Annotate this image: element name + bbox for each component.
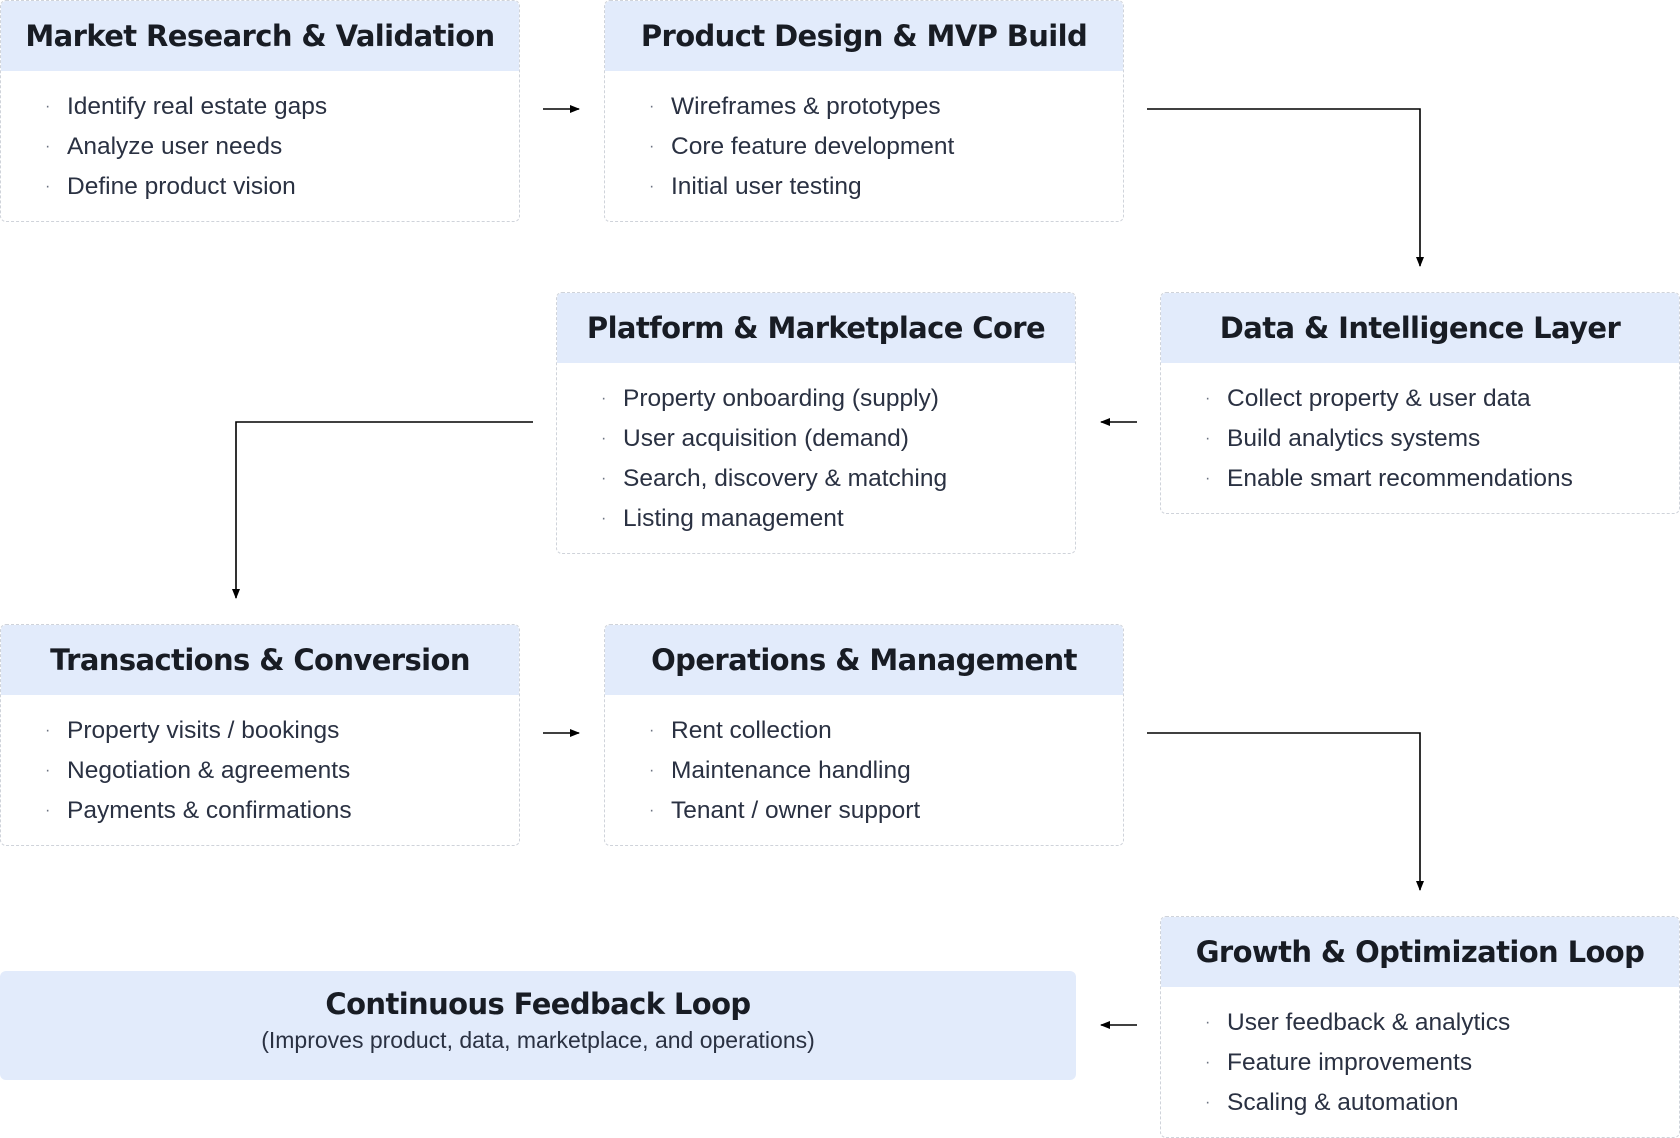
list-item-label: Core feature development — [671, 133, 955, 160]
list-item: · Wireframes & prototypes — [605, 87, 1123, 127]
list-item: · Analyze user needs — [1, 127, 519, 167]
list-item-label: Scaling & automation — [1227, 1089, 1459, 1116]
stage-card-market-research: Market Research & Validation · Identify r… — [0, 0, 520, 222]
stage-title: Transactions & Conversion — [1, 625, 519, 695]
stage-card-growth: Growth & Optimization Loop · User feedbac… — [1160, 916, 1680, 1138]
list-item: · Payments & confirmations — [1, 791, 519, 831]
bullet-icon: · — [45, 138, 51, 155]
bullet-icon: · — [601, 390, 607, 407]
arrow-operations-to-growth — [1147, 732, 1424, 891]
stage-item-list: · Identify real estate gaps · Analyze user… — [1, 71, 519, 221]
list-item-label: Analyze user needs — [67, 133, 283, 160]
stage-card-platform-core: Platform & Marketplace Core · Property on… — [556, 292, 1076, 554]
stage-card-operations: Operations & Management · Rent collection… — [604, 624, 1124, 846]
stage-item-list: · Property onboarding (supply) · User acqu… — [557, 363, 1075, 553]
list-item: · Rent collection — [605, 711, 1123, 751]
list-item: · Identify real estate gaps — [1, 87, 519, 127]
bullet-icon: · — [1205, 1054, 1211, 1071]
list-item-label: Initial user testing — [671, 173, 862, 200]
list-item-label: Define product vision — [67, 173, 296, 200]
bullet-icon: · — [649, 802, 655, 819]
list-item: · Initial user testing — [605, 167, 1123, 207]
list-item: · Core feature development — [605, 127, 1123, 167]
bullet-icon: · — [649, 722, 655, 739]
list-item-label: Collect property & user data — [1227, 385, 1531, 412]
list-item: · Define product vision — [1, 167, 519, 207]
bullet-icon: · — [1205, 1094, 1211, 1111]
stage-card-transactions: Transactions & Conversion · Property visi… — [0, 624, 520, 846]
list-item-label: Maintenance handling — [671, 757, 911, 784]
list-item-label: Feature improvements — [1227, 1049, 1473, 1076]
bullet-icon: · — [649, 178, 655, 195]
list-item: · Property visits / bookings — [1, 711, 519, 751]
bullet-icon: · — [649, 138, 655, 155]
bullet-icon: · — [1205, 390, 1211, 407]
bullet-icon: · — [45, 178, 51, 195]
bullet-icon: · — [45, 722, 51, 739]
list-item-label: Wireframes & prototypes — [671, 93, 941, 120]
list-item-label: Search, discovery & matching — [623, 465, 948, 492]
bullet-icon: · — [45, 98, 51, 115]
stage-item-list: · Wireframes & prototypes · Core feature d… — [605, 71, 1123, 221]
list-item-label: Negotiation & agreements — [67, 757, 351, 784]
list-item: · Maintenance handling — [605, 751, 1123, 791]
list-item: · Negotiation & agreements — [1, 751, 519, 791]
list-item-label: User acquisition (demand) — [623, 425, 909, 452]
list-item: · User acquisition (demand) — [557, 419, 1075, 459]
stage-item-list: · Collect property & user data · Build ana… — [1161, 363, 1679, 513]
feedback-loop-subtitle: (Improves product, data, marketplace, an… — [261, 1027, 815, 1053]
list-item-label: Tenant / owner support — [671, 797, 921, 824]
bullet-icon: · — [601, 430, 607, 447]
list-item: · Search, discovery & matching — [557, 459, 1075, 499]
stage-title: Growth & Optimization Loop — [1161, 917, 1679, 987]
feedback-loop-box: Continuous Feedback Loop (Improves produ… — [0, 971, 1076, 1080]
list-item: · Enable smart recommendations — [1161, 459, 1679, 499]
list-item: · Build analytics systems — [1161, 419, 1679, 459]
list-item: · User feedback & analytics — [1161, 1003, 1679, 1043]
stage-title: Product Design & MVP Build — [605, 1, 1123, 71]
bullet-icon: · — [1205, 430, 1211, 447]
arrow-platform-to-transactions — [232, 421, 533, 599]
list-item: · Collect property & user data — [1161, 379, 1679, 419]
bullet-icon: · — [601, 510, 607, 527]
list-item-label: Property onboarding (supply) — [623, 385, 939, 412]
stage-card-data-intelligence: Data & Intelligence Layer · Collect prope… — [1160, 292, 1680, 514]
list-item: · Property onboarding (supply) — [557, 379, 1075, 419]
stage-item-list: · Property visits / bookings · Negotiation… — [1, 695, 519, 845]
list-item-label: Identify real estate gaps — [67, 93, 328, 120]
bullet-icon: · — [649, 762, 655, 779]
list-item-label: Enable smart recommendations — [1227, 465, 1573, 492]
arrow-design-to-data — [1147, 108, 1424, 267]
feedback-loop-title: Continuous Feedback Loop — [325, 987, 751, 1021]
list-item-label: Build analytics systems — [1227, 425, 1481, 452]
list-item-label: User feedback & analytics — [1227, 1009, 1511, 1036]
stage-card-product-design: Product Design & MVP Build · Wireframes &… — [604, 0, 1124, 222]
bullet-icon: · — [601, 470, 607, 487]
bullet-icon: · — [45, 802, 51, 819]
list-item-label: Property visits / bookings — [67, 717, 340, 744]
bullet-icon: · — [1205, 470, 1211, 487]
stage-item-list: · Rent collection · Maintenance handling ·… — [605, 695, 1123, 845]
stage-title: Operations & Management — [605, 625, 1123, 695]
stage-item-list: · User feedback & analytics · Feature impr… — [1161, 987, 1679, 1137]
list-item: · Feature improvements — [1161, 1043, 1679, 1083]
bullet-icon: · — [649, 98, 655, 115]
list-item: · Listing management — [557, 499, 1075, 539]
list-item: · Scaling & automation — [1161, 1083, 1679, 1123]
stage-title: Market Research & Validation — [1, 1, 519, 71]
bullet-icon: · — [45, 762, 51, 779]
stage-title: Data & Intelligence Layer — [1161, 293, 1679, 363]
list-item-label: Payments & confirmations — [67, 797, 352, 824]
bullet-icon: · — [1205, 1014, 1211, 1031]
list-item-label: Rent collection — [671, 717, 832, 744]
list-item: · Tenant / owner support — [605, 791, 1123, 831]
stage-title: Platform & Marketplace Core — [557, 293, 1075, 363]
list-item-label: Listing management — [623, 505, 844, 532]
